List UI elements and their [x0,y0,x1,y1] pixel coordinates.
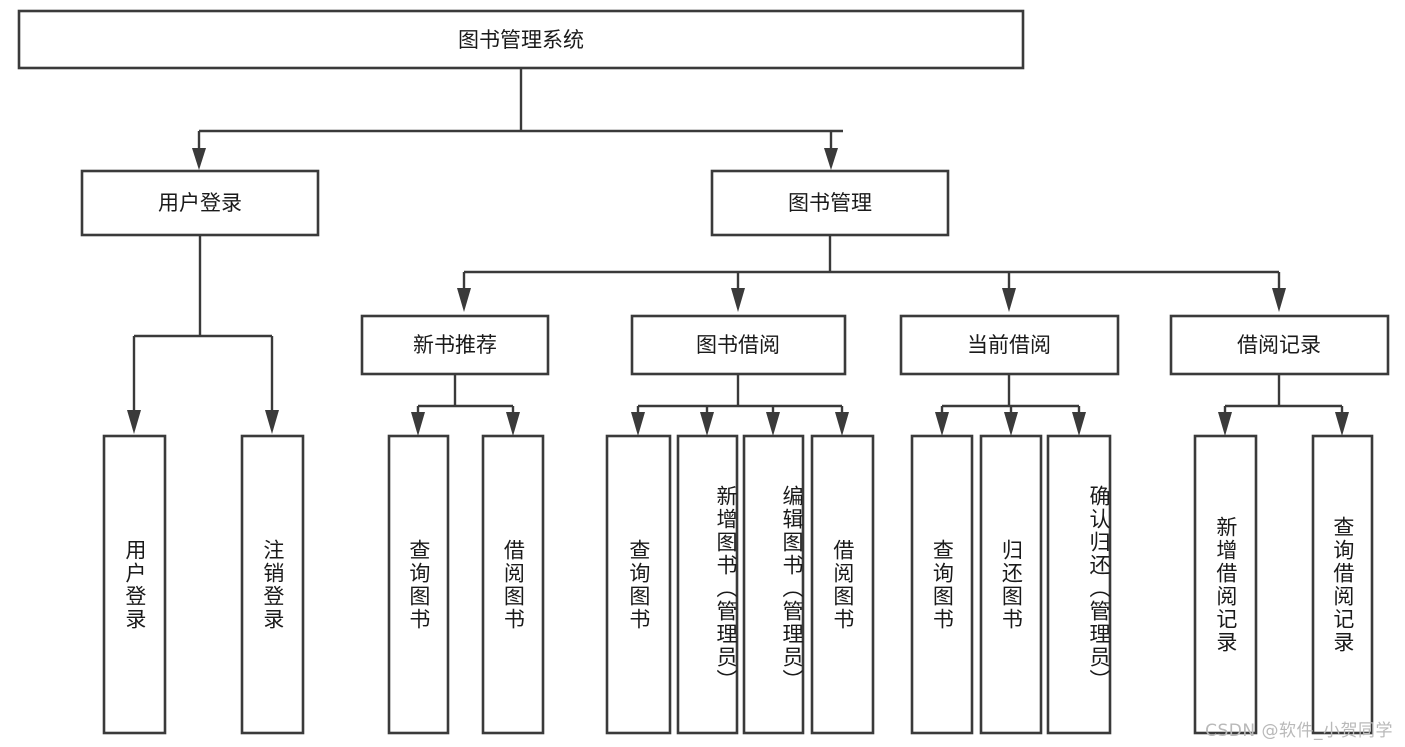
leaf-return-book-box[interactable] [979,434,1043,735]
node-user-login-box [80,169,320,237]
arrowhead-to-book-borrow [731,288,745,312]
arrowhead-to-leaf-edit-book-admin [766,412,780,436]
node-current-borrow[interactable]: 当前借阅 [899,314,1120,376]
arrowhead-to-leaf-return-book [1004,412,1018,436]
arrowhead-to-user-login [192,148,206,170]
leaf-borrow-book-1-box[interactable] [481,434,545,735]
arrowhead-to-leaf-query-book-3 [935,412,949,436]
arrowhead-to-book-manage [824,148,838,170]
leaf-confirm-return-admin-box[interactable] [1046,434,1112,735]
leaf-query-book-2-box[interactable] [605,434,672,735]
node-user-login[interactable]: 用户登录 [80,169,320,237]
node-user-login-label: 用户登录 [158,191,242,215]
connector-user-login-to-leaves [127,235,279,434]
node-borrow-record-label: 借阅记录 [1237,333,1321,357]
leaf-query-book-3-box[interactable] [910,434,974,735]
leaf-query-book-1-box[interactable] [387,434,450,735]
arrowhead-to-current-borrow [1002,288,1016,312]
leaf-logout-login-box[interactable] [240,434,305,735]
node-book-manage[interactable]: 图书管理 [710,169,950,237]
leaf-borrow-book-2-box[interactable] [810,434,875,735]
node-book-manage-label: 图书管理 [788,191,872,215]
node-book-borrow-label: 图书借阅 [696,333,780,357]
node-borrow-record[interactable]: 借阅记录 [1169,314,1390,376]
node-book-borrow[interactable]: 图书借阅 [630,314,847,376]
leaf-user-login-box[interactable] [102,434,167,735]
leaf-add-borrow-record-box[interactable] [1193,434,1258,735]
leaf-query-borrow-record-box[interactable] [1311,434,1374,735]
node-root-system-label: 图书管理系统 [458,28,584,52]
arrowhead-to-leaf-query-borrow-record [1335,412,1349,436]
arrowhead-to-leaf-borrow-book-2 [835,412,849,436]
node-root-system[interactable]: 图书管理系统 [17,9,1025,70]
leaf-edit-book-admin-box[interactable] [742,434,805,735]
arrowhead-to-borrow-record [1272,288,1286,312]
arrowhead-to-leaf-logout-login [265,410,279,434]
node-new-book-recommend[interactable]: 新书推荐 [360,314,550,376]
connector-current-borrow-to-leaves [935,374,1086,436]
leaf-add-book-admin-box[interactable] [676,434,739,735]
connector-borrow-record-to-leaves [1218,374,1349,436]
arrowhead-to-leaf-add-book-admin [700,412,714,436]
arrowhead-to-leaf-add-borrow-record [1218,412,1232,436]
connector-root-to-level2 [192,68,843,170]
connector-book-borrow-to-leaves [631,374,849,436]
csdn-watermark: CSDN @软件_小贺同学 [1205,721,1393,741]
connector-book-manage-to-level3 [457,235,1286,312]
arrowhead-to-leaf-borrow-book-1 [506,412,520,436]
node-current-borrow-label: 当前借阅 [967,333,1051,357]
node-current-borrow-box [899,314,1120,376]
arrowhead-to-leaf-query-book-2 [631,412,645,436]
arrowhead-to-leaf-query-book-1 [411,412,425,436]
connector-new-book-recommend-to-leaves [411,374,520,436]
arrowhead-to-new-book-recommend [457,288,471,312]
arrowhead-to-leaf-confirm-return-admin [1072,412,1086,436]
node-root-system-box [17,9,1025,70]
node-new-book-recommend-label: 新书推荐 [413,333,497,357]
arrowhead-to-leaf-user-login [127,410,141,434]
node-new-book-recommend-box [360,314,550,376]
